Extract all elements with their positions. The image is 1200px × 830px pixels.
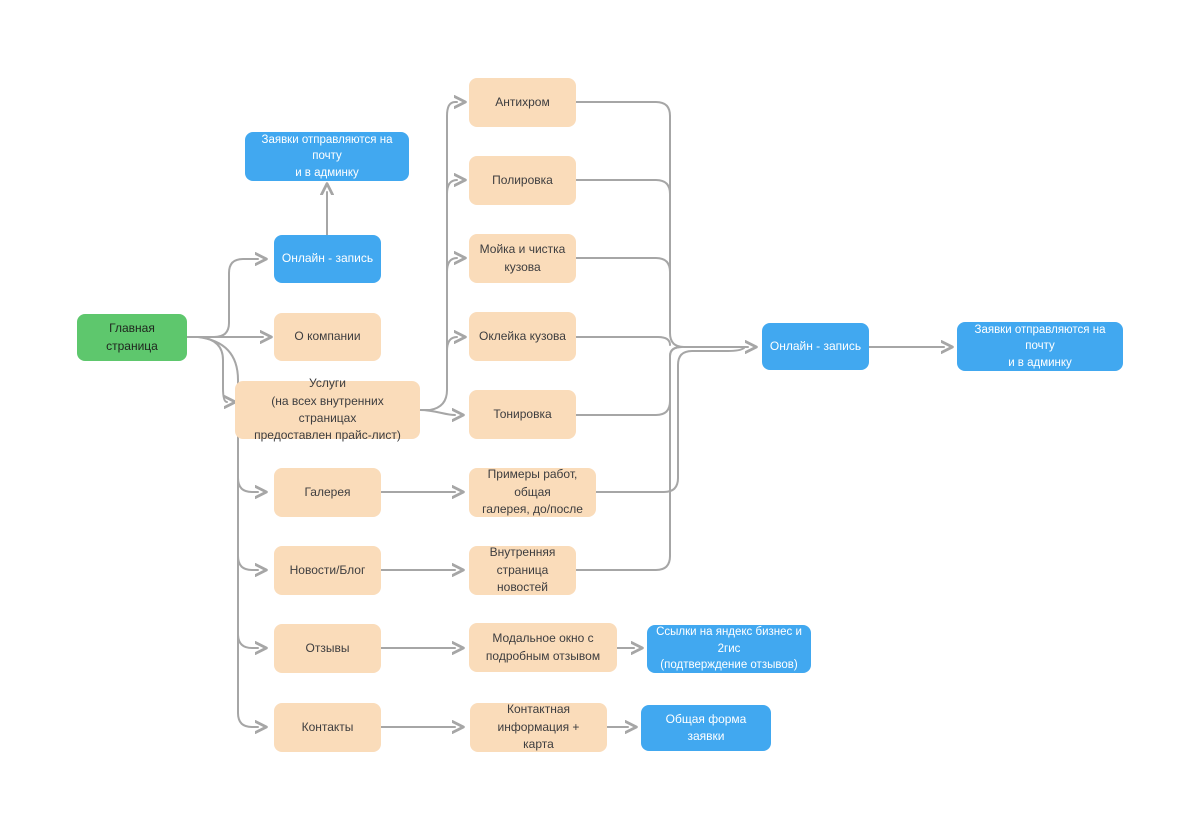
node-gallery[interactable]: Галерея xyxy=(274,468,381,517)
edge-washing-collector xyxy=(575,257,671,273)
edge-polishing-collector xyxy=(575,179,671,195)
node-contacts[interactable]: Контакты xyxy=(274,703,381,752)
node-services[interactable]: Услуги (на всех внутренних страницах пре… xyxy=(235,376,420,442)
edge-services-wrapping xyxy=(446,337,457,352)
edge-trunk-gallery xyxy=(237,477,258,492)
edge-examples-collector xyxy=(595,347,745,493)
node-request-form[interactable]: Общая форма заявки xyxy=(641,705,771,751)
edge-collector-spine xyxy=(669,115,748,347)
node-review-links[interactable]: Ссылки на яндекс бизнес и 2гис (подтверж… xyxy=(647,625,811,673)
node-washing[interactable]: Мойка и чистка кузова xyxy=(469,234,576,283)
edge-trunk-reviews xyxy=(237,633,258,648)
node-tinting[interactable]: Тонировка xyxy=(469,390,576,439)
node-news-inner-page[interactable]: Внутренняя страница новостей xyxy=(469,545,576,595)
edge-home-online xyxy=(186,259,258,338)
node-reviews[interactable]: Отзывы xyxy=(274,624,381,673)
edge-home-trunk-contacts xyxy=(186,336,258,727)
edge-tinting-collector xyxy=(575,346,683,416)
node-news-blog[interactable]: Новости/Блог xyxy=(274,546,381,595)
node-review-modal[interactable]: Модальное окно с подробным отзывом xyxy=(469,623,617,672)
edge-trunk-news xyxy=(237,555,258,570)
node-work-examples[interactable]: Примеры работ, общая галерея, до/после xyxy=(469,467,596,517)
node-about[interactable]: О компании xyxy=(274,313,381,361)
edge-services-antichrome xyxy=(419,102,457,411)
node-polishing[interactable]: Полировка xyxy=(469,156,576,205)
edge-home-services xyxy=(186,336,227,402)
edge-antichrome-collector xyxy=(575,101,671,117)
node-antichrome[interactable]: Антихром xyxy=(469,78,576,127)
node-online-record-right[interactable]: Онлайн - запись xyxy=(762,323,869,370)
edge-wrapping-collector xyxy=(575,336,671,346)
node-requests-top[interactable]: Заявки отправляются на почту и в админку xyxy=(245,132,409,181)
node-online-record-left[interactable]: Онлайн - запись xyxy=(274,235,381,283)
node-requests-right[interactable]: Заявки отправляются на почту и в админку xyxy=(957,322,1123,371)
node-contact-info[interactable]: Контактная информация + карта xyxy=(470,702,607,752)
edge-services-washing xyxy=(446,258,457,273)
node-home-page[interactable]: Главная страница xyxy=(77,314,187,361)
node-wrapping[interactable]: Оклейка кузова xyxy=(469,312,576,361)
edge-services-polishing xyxy=(446,180,457,195)
edge-services-tinting xyxy=(419,410,455,415)
edge-newspage-collector xyxy=(575,346,683,571)
